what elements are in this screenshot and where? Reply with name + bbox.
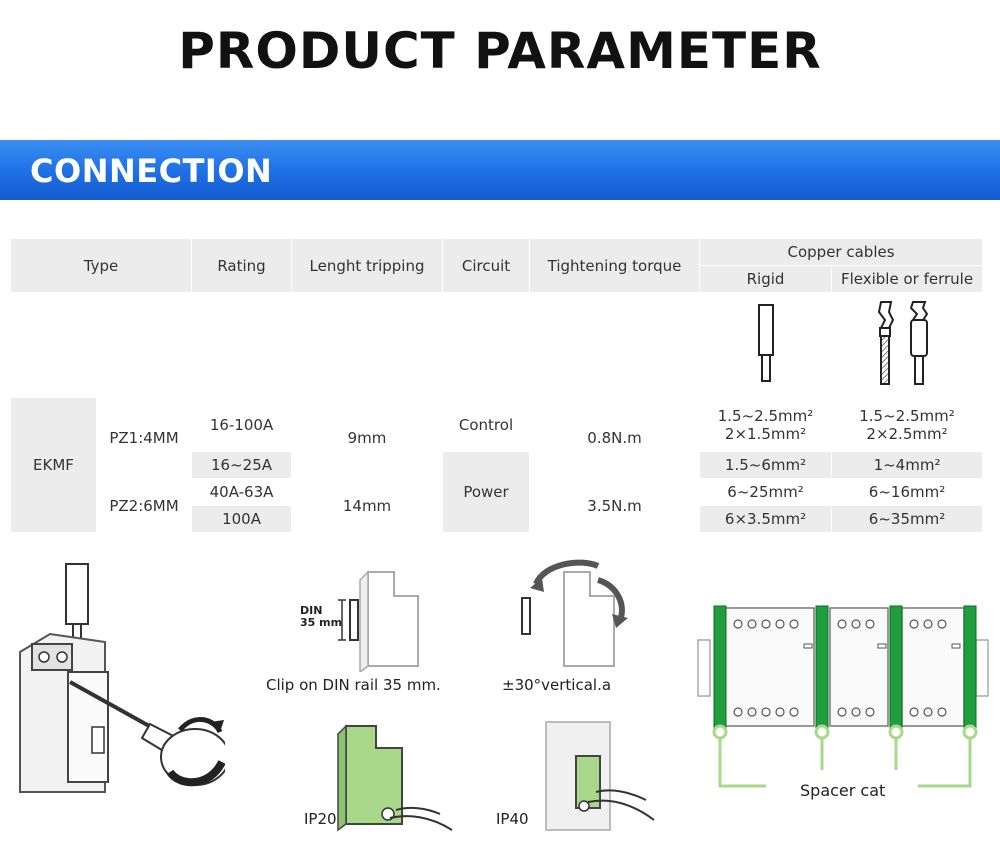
- pz2-length: 14mm: [291, 478, 444, 533]
- rigid-cable-cell: [699, 292, 833, 398]
- flexible-value-1a: 1.5~2.5mm²: [859, 406, 955, 425]
- din-label-2: 35 mm: [300, 616, 343, 629]
- type-value: EKMF: [10, 397, 97, 533]
- rigid-value-1: 1.5~2.5mm² 2×1.5mm²: [699, 397, 833, 452]
- table-row: 16~25A Power 1.5~6mm² 1~4mm²: [11, 451, 984, 533]
- rigid-cable-icon: [757, 304, 774, 382]
- flexible-value-2: 1~4mm²: [831, 451, 984, 479]
- din-label: DIN 35 mm: [300, 605, 342, 629]
- table-row: PZ2:6MM 40A-63A 14mm 3.5N.m 6~25mm² 6~16…: [11, 478, 984, 533]
- rigid-value-3: 6~25mm²: [699, 478, 833, 506]
- section-banner: CONNECTION: [0, 140, 1000, 200]
- torque-power: 3.5N.m: [529, 478, 701, 533]
- spacer-illustration: [697, 605, 989, 802]
- header-rigid: Rigid: [699, 265, 833, 293]
- din-rail-illustration: [338, 570, 419, 672]
- circuit-control: Control: [442, 397, 531, 452]
- circuit-power: Power: [442, 451, 531, 533]
- pz2-rating-2: 100A: [191, 505, 293, 533]
- flexible-value-3: 6~16mm²: [831, 478, 984, 506]
- header-length: Lenght tripping: [291, 238, 444, 293]
- ip40-label: IP40: [496, 810, 529, 828]
- picture-row: [10, 292, 984, 398]
- header-rating: Rating: [191, 238, 293, 293]
- table-row: EKMF PZ1:4MM 16-100A 9mm Control 0.8N.m …: [10, 397, 984, 533]
- flexible-cable-cell: [831, 292, 984, 398]
- din-label-1: DIN: [300, 604, 323, 617]
- flexible-cable-icon: [877, 301, 929, 385]
- header-type: Type: [9, 238, 193, 293]
- header-flexible: Flexible or ferrule: [831, 265, 984, 293]
- din-caption: Clip on DIN rail 35 mm.: [266, 676, 441, 694]
- flexible-value-1: 1.5~2.5mm² 2×2.5mm²: [831, 397, 984, 452]
- pz2-label: PZ2:6MM: [95, 478, 193, 533]
- vertical-mount-illustration: [521, 559, 628, 667]
- page-title: PRODUCT PARAMETER: [178, 22, 822, 80]
- flexible-value-4: 6~35mm²: [831, 505, 984, 533]
- header-row: Type Rating Lenght tripping Circuit Tigh…: [9, 238, 984, 293]
- torque-control: 0.8N.m: [529, 397, 701, 479]
- pz1-rating-2: 16~25A: [191, 451, 293, 479]
- screwdriver-illustration: [19, 563, 225, 793]
- ip20-label: IP20: [304, 810, 337, 828]
- rigid-value-1b: 2×1.5mm²: [724, 424, 807, 443]
- pz1-label: PZ1:4MM: [95, 397, 193, 479]
- subheader-row: Rigid Flexible or ferrule: [11, 265, 984, 293]
- rigid-value-1a: 1.5~2.5mm²: [717, 406, 814, 425]
- header-torque: Tightening torque: [529, 238, 701, 293]
- rigid-value-4: 6×3.5mm²: [699, 505, 833, 533]
- vertical-caption: ±30°vertical.a: [502, 676, 612, 694]
- ip20-illustration: [337, 724, 453, 832]
- section-title: CONNECTION: [30, 152, 273, 190]
- pz1-rating-1: 16-100A: [191, 397, 293, 452]
- ip40-illustration: [545, 721, 655, 831]
- pz2-rating-1: 40A-63A: [191, 478, 293, 506]
- parameter-table: Type Rating Lenght tripping Circuit Tigh…: [9, 238, 984, 533]
- header-copper: Copper cables: [699, 238, 984, 266]
- header-circuit: Circuit: [442, 238, 531, 293]
- pz1-length: 9mm: [291, 397, 444, 479]
- flexible-value-1b: 2×2.5mm²: [866, 424, 948, 443]
- rigid-value-2: 1.5~6mm²: [699, 451, 833, 479]
- table-row: 100A 6×3.5mm² 6~35mm²: [11, 505, 984, 533]
- spacer-label: Spacer cat: [800, 781, 886, 800]
